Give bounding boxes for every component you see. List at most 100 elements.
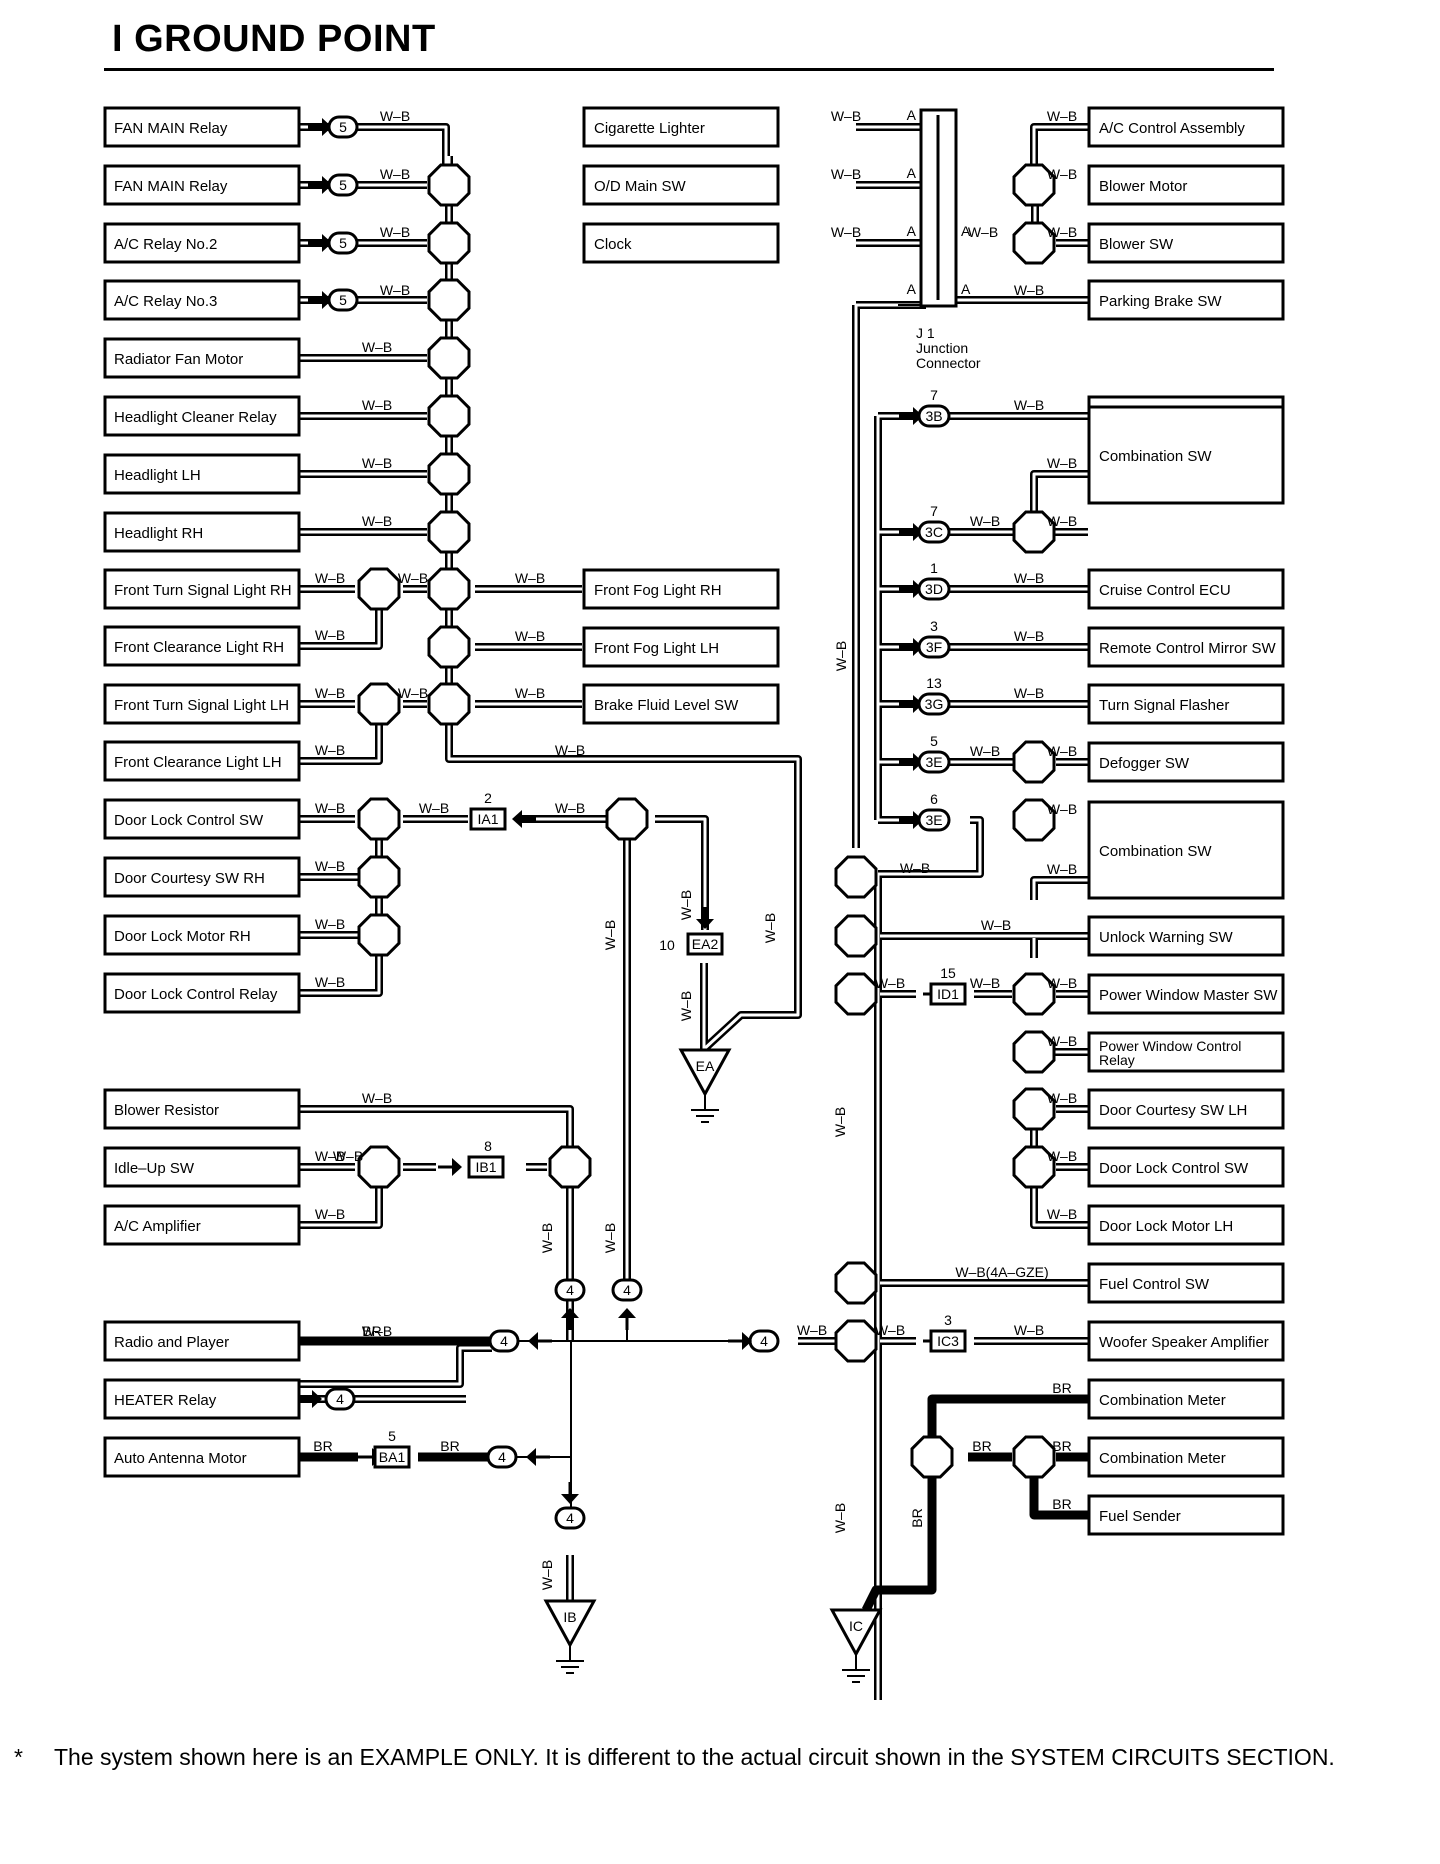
- component-box: [1087, 106, 1285, 148]
- wire-color-label: W–B: [1014, 570, 1044, 586]
- component-box: [103, 1320, 301, 1362]
- component-label: A/C Relay No.3: [114, 293, 217, 310]
- component-box: [103, 1146, 301, 1188]
- connector: [467, 1155, 505, 1179]
- wire-color-label: W–B: [678, 991, 694, 1021]
- component-label: Front Turn Signal Light RH: [114, 582, 292, 599]
- component-box: [103, 1088, 301, 1130]
- junction-node: [1012, 1435, 1056, 1479]
- ground-symbol: [829, 1608, 883, 1658]
- component-box: [1087, 1494, 1285, 1536]
- terminal-arrow: [510, 808, 538, 830]
- junction-node: [1012, 221, 1056, 265]
- connector: [929, 1329, 967, 1353]
- wire-color-label: W–B: [968, 224, 998, 240]
- wire-color-label: BR: [909, 1508, 925, 1527]
- pin-number: 6: [930, 791, 938, 807]
- junction-node: [357, 682, 401, 726]
- junction-node: [427, 394, 471, 438]
- component-box: [103, 798, 301, 840]
- connector: [917, 750, 951, 774]
- component-box: [1087, 915, 1285, 957]
- connector-label: 5: [339, 292, 347, 308]
- component-label: FAN MAIN Relay: [114, 120, 228, 137]
- connector: [324, 1387, 356, 1411]
- pin-number: 3: [930, 618, 938, 634]
- pin-number: 5: [930, 733, 938, 749]
- component-box: [103, 568, 301, 610]
- component-label: Clock: [594, 236, 632, 253]
- wire-color-label: W–B: [539, 1223, 555, 1253]
- component-label: Headlight RH: [114, 525, 203, 542]
- wire-color-label: W–B: [333, 1148, 363, 1164]
- component-label: Unlock Warning SW: [1099, 929, 1233, 946]
- connector-label: 3E: [925, 812, 942, 828]
- junction-node: [357, 855, 401, 899]
- component-box: [1087, 1262, 1285, 1304]
- footnote-text: The system shown here is an EXAMPLE ONLY…: [54, 1744, 1335, 1770]
- wire-color-label: W–B: [1047, 513, 1077, 529]
- wire-color-label: W–B: [380, 224, 410, 240]
- component-box: [1087, 222, 1285, 264]
- wire-color-label: W–B: [831, 166, 861, 182]
- jc-pin: A: [961, 281, 971, 297]
- wire-color-label: BR: [362, 1323, 381, 1339]
- junction-node: [427, 452, 471, 496]
- component-box: [103, 337, 301, 379]
- wire-color-label: W–B: [1047, 1090, 1077, 1106]
- junction-node: [548, 1145, 592, 1189]
- junction-node: [1012, 740, 1056, 784]
- component-label: Door Lock Motor RH: [114, 928, 251, 945]
- connector-label: 4: [336, 1391, 344, 1407]
- component-label: Combination SW: [1099, 448, 1212, 465]
- junction-node: [427, 221, 471, 265]
- junction-node: [834, 972, 878, 1016]
- connector-label: 5: [339, 177, 347, 193]
- connector-label: IC3: [937, 1333, 959, 1349]
- component-label: FAN MAIN Relay: [114, 178, 228, 195]
- wire-color-label: W–B: [797, 1322, 827, 1338]
- wire-color-label: W–B: [315, 742, 345, 758]
- wire-color-label: BR: [440, 1438, 459, 1454]
- wire-color-label: W–B: [315, 685, 345, 701]
- ground-symbol: [678, 1048, 732, 1098]
- connector: [917, 577, 951, 601]
- wire-color-label: W–B: [315, 570, 345, 586]
- junction-node: [834, 914, 878, 958]
- connector: [917, 692, 951, 716]
- component-box: [103, 740, 301, 782]
- jc-label: Connector: [916, 355, 981, 371]
- component-box: [1087, 741, 1285, 783]
- connector: [486, 1445, 518, 1469]
- junction-node: [427, 163, 471, 207]
- component-label: Defogger SW: [1099, 755, 1190, 772]
- wire-color-label: W–B: [380, 282, 410, 298]
- component-label: Auto Antenna Motor: [114, 1450, 247, 1467]
- wire-color-label: W–B: [515, 628, 545, 644]
- connector-label: 4: [500, 1333, 508, 1349]
- component-box: [582, 568, 780, 610]
- pin-number: 3: [944, 1312, 952, 1328]
- junction-node: [605, 797, 649, 841]
- junction-node: [427, 336, 471, 380]
- component-box: [1087, 973, 1285, 1015]
- ground-label: IC: [849, 1618, 863, 1634]
- terminal-arrow: [726, 1330, 754, 1352]
- junction-node: [1012, 163, 1056, 207]
- wire-color-label: W–B: [678, 890, 694, 920]
- connector-label: 3G: [925, 696, 944, 712]
- component-box: [1087, 1031, 1285, 1073]
- component-box: [103, 511, 301, 553]
- connector-label: IB1: [475, 1159, 496, 1175]
- wire-color-label: W–B: [1047, 861, 1077, 877]
- component-box: [582, 164, 780, 206]
- wire-color-label: W–B: [380, 166, 410, 182]
- junction-node: [1012, 510, 1056, 554]
- wire-color-label: W–B: [380, 108, 410, 124]
- footnote: *The system shown here is an EXAMPLE ONL…: [14, 1744, 1434, 1771]
- component-label: Door Courtesy SW LH: [1099, 1102, 1247, 1119]
- connector-label: ID1: [937, 986, 959, 1002]
- component-label: O/D Main SW: [594, 178, 687, 195]
- connector: [488, 1329, 520, 1353]
